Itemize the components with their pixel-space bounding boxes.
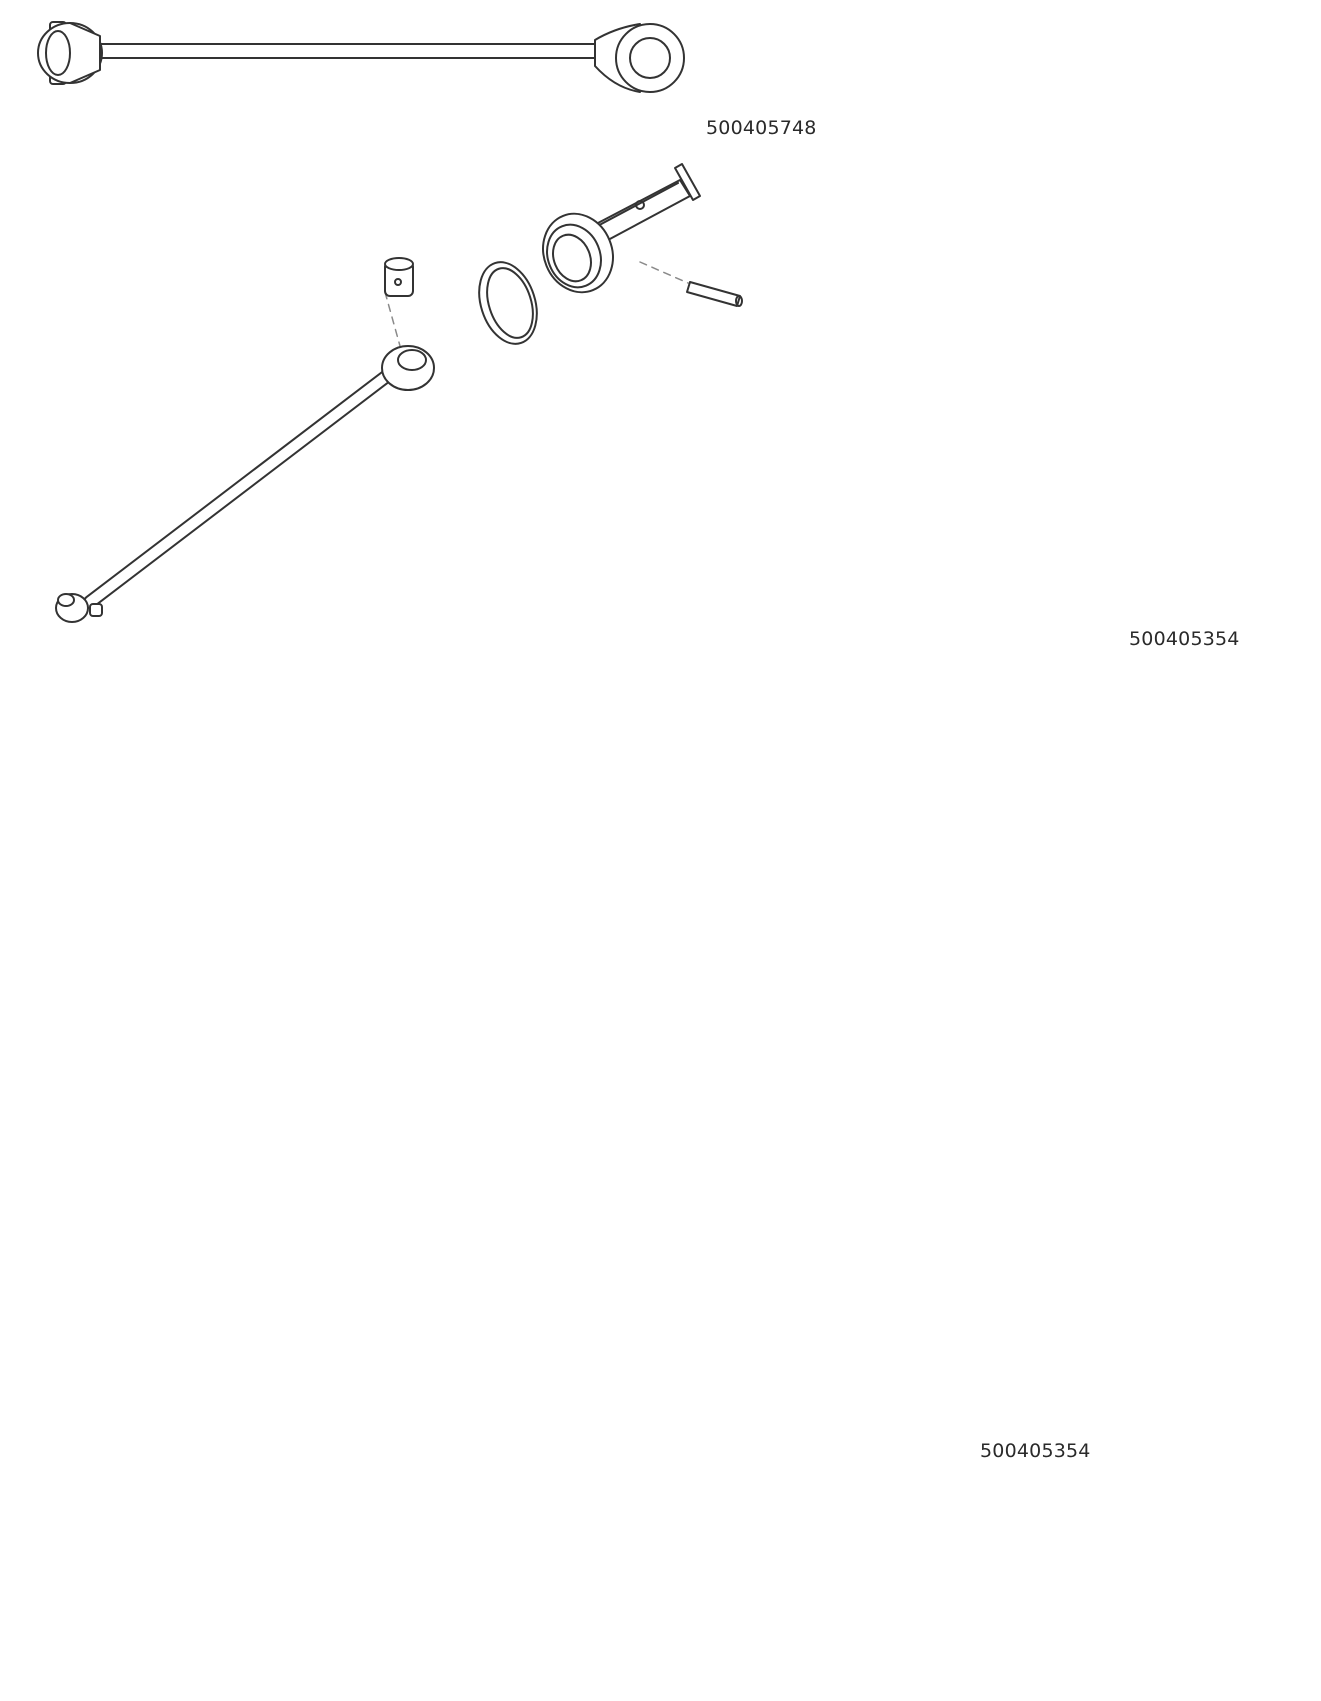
drive-pin [686, 281, 743, 307]
retaining-ring [478, 261, 538, 345]
dogbone-driveshaft-upper-left [55, 257, 435, 623]
outdrive-cup [542, 163, 701, 294]
outdrive-assembly-top [478, 163, 743, 345]
part-number-label-top: 500405748 [706, 117, 817, 139]
dogbone-driveshaft-top [37, 21, 685, 93]
part-number-label-middle: 500405354 [1129, 628, 1240, 650]
part-number-label-bottom: 500405354 [980, 1440, 1091, 1462]
set-screw-grub [384, 257, 414, 297]
